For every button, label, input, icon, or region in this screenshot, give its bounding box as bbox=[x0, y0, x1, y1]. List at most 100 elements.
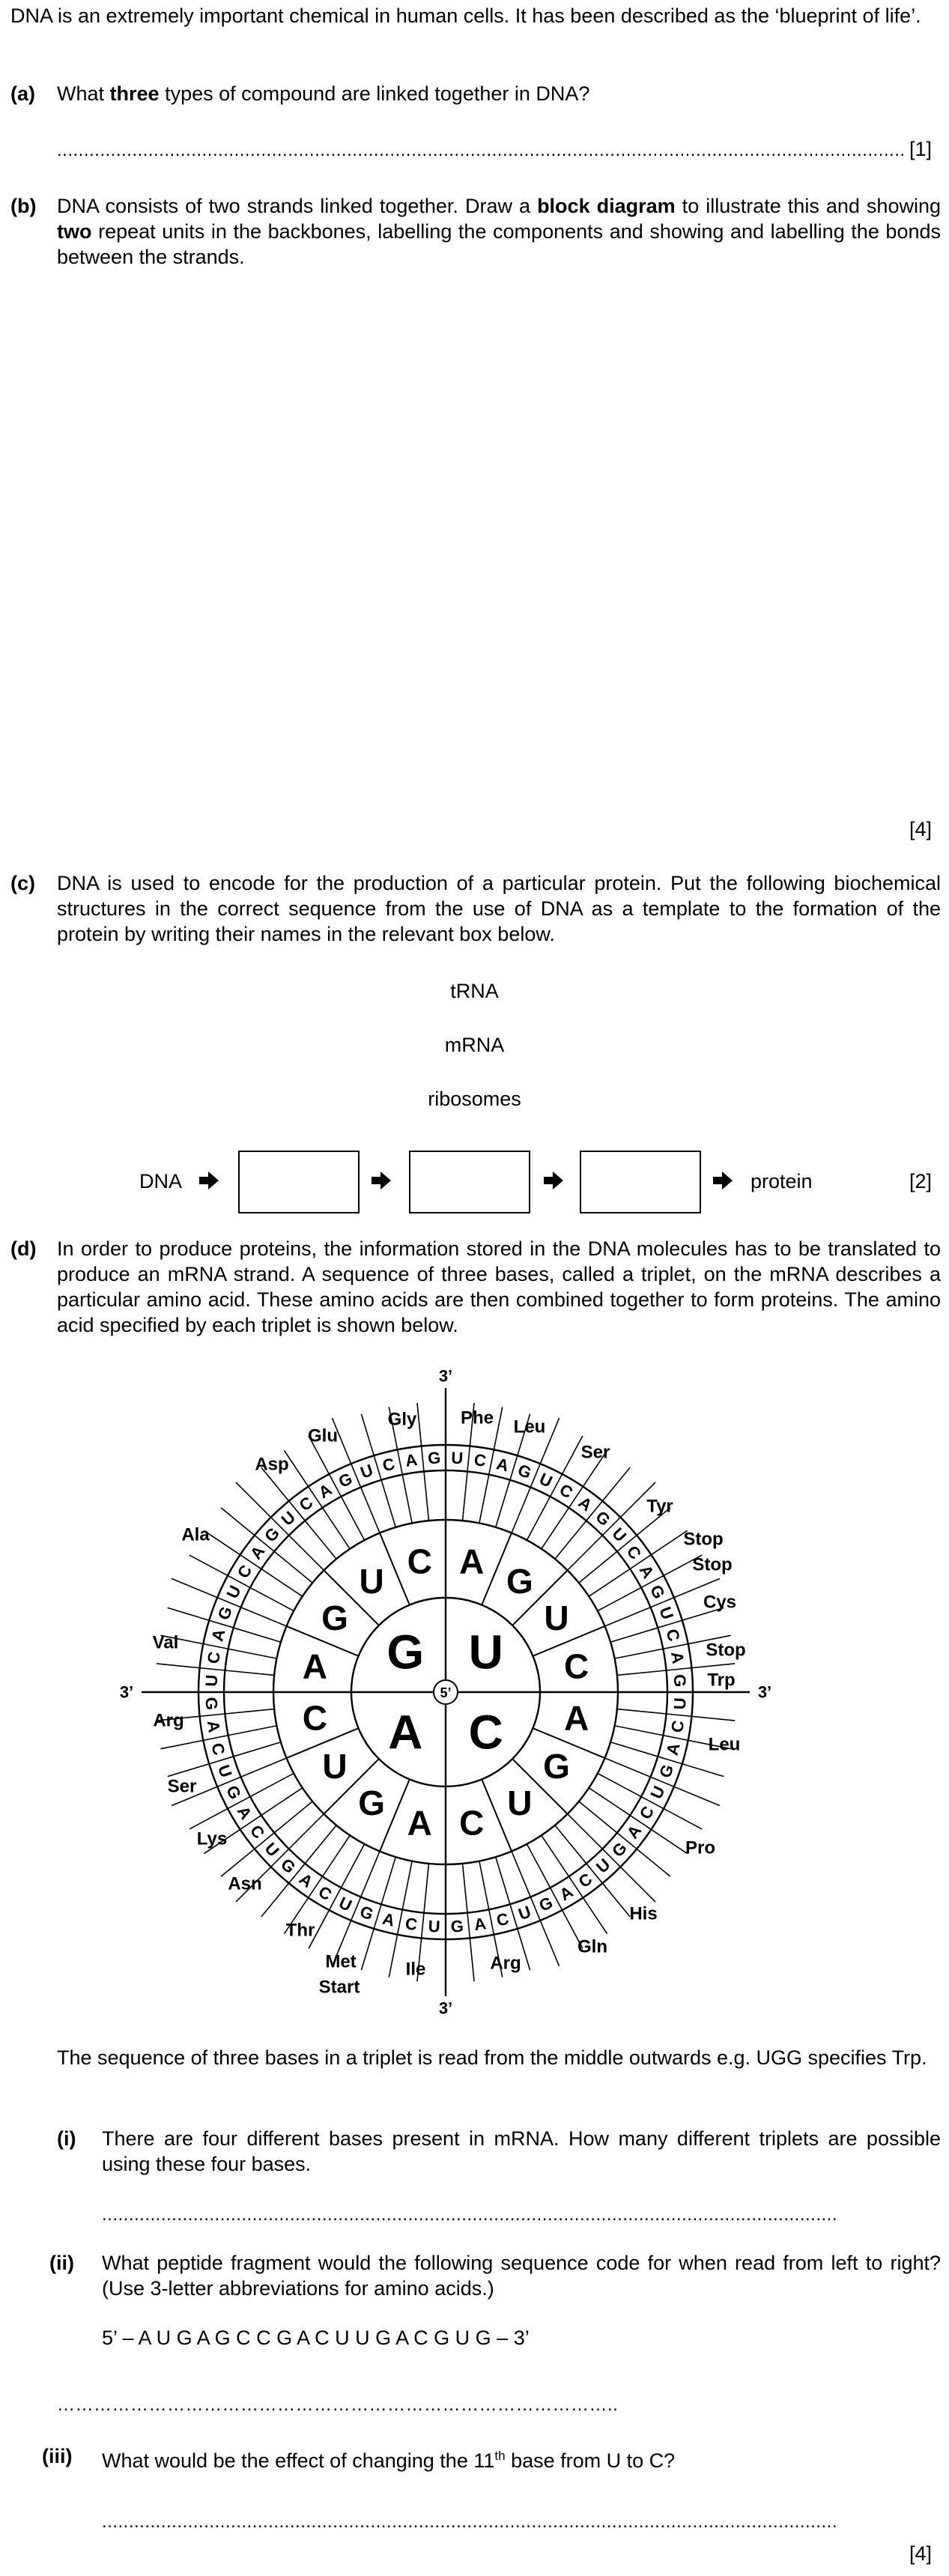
wheel-tick bbox=[156, 1663, 225, 1671]
wheel-tick bbox=[360, 1413, 382, 1480]
wheel-tick bbox=[235, 1482, 290, 1536]
question-b-text-4: two bbox=[57, 220, 92, 243]
answer-box-3[interactable] bbox=[580, 1151, 701, 1213]
wheel-tick bbox=[658, 1756, 724, 1778]
third-base: A bbox=[204, 1719, 224, 1733]
wheel-divider bbox=[323, 1758, 380, 1815]
question-d-iii-answer-line[interactable]: ........................................… bbox=[102, 2512, 838, 2532]
amino-acid-label: Asn bbox=[228, 1874, 261, 1894]
third-base: U bbox=[670, 1697, 690, 1710]
second-base: G bbox=[358, 1783, 385, 1822]
second-base: G bbox=[321, 1598, 348, 1637]
question-c-text: DNA is used to encode for the production… bbox=[57, 872, 941, 945]
wheel-tick bbox=[167, 1756, 234, 1778]
third-base: C bbox=[234, 1562, 256, 1582]
wheel-tick bbox=[283, 1876, 324, 1935]
question-d-ii-answer-line[interactable]: ……………………………………………………………………………….. bbox=[57, 2395, 619, 2415]
wheel-divider bbox=[249, 1772, 294, 1798]
third-base: C bbox=[207, 1741, 228, 1757]
question-a-answer-line[interactable]: ........................................… bbox=[57, 140, 903, 160]
wheel-tick bbox=[658, 1607, 724, 1628]
arrow-right-icon bbox=[372, 1172, 391, 1189]
third-base: C bbox=[204, 1650, 224, 1664]
third-base: U bbox=[261, 1839, 282, 1861]
question-d-iii-text-pre: What would be the effect of changing the… bbox=[102, 2449, 495, 2472]
question-a-text-bold: three bbox=[109, 82, 160, 105]
third-base: U bbox=[451, 1449, 464, 1468]
amino-acid-label: Pro bbox=[685, 1838, 715, 1858]
third-base: U bbox=[214, 1763, 236, 1780]
wheel-tick bbox=[530, 1897, 560, 1967]
first-base-C: C bbox=[469, 1706, 503, 1760]
third-base: A bbox=[667, 1650, 688, 1664]
wheel-divider bbox=[616, 1670, 667, 1676]
question-b-text-5: repeat units in the backbones, labelling… bbox=[57, 220, 941, 268]
question-d-i-content: There are four different bases present i… bbox=[102, 2126, 941, 2177]
answer-box-1[interactable] bbox=[238, 1151, 360, 1213]
wheel-tick bbox=[568, 1449, 608, 1509]
wheel-tick bbox=[308, 1887, 342, 1949]
wheel-tick bbox=[388, 1407, 404, 1475]
wheel-end-label: 3’ bbox=[439, 1999, 452, 2018]
wheel-divider bbox=[604, 1606, 651, 1627]
amino-acid-label: Ser bbox=[168, 1777, 197, 1797]
question-a-marks: [1] bbox=[909, 138, 933, 160]
second-base: U bbox=[359, 1562, 383, 1601]
question-b-text-3: to illustrate this and showing bbox=[675, 195, 941, 217]
amino-acid-label: Ser bbox=[581, 1443, 610, 1463]
wheel-divider bbox=[597, 1772, 642, 1798]
question-b-text-1: DNA consists of two strands linked toget… bbox=[57, 195, 538, 217]
first-base-A: A bbox=[388, 1706, 422, 1760]
first-base-G: G bbox=[386, 1625, 424, 1679]
question-d-text: In order to produce proteins, the inform… bbox=[57, 1237, 941, 1336]
wheel-divider bbox=[273, 1801, 313, 1834]
question-d-iii-text-post: base from U to C? bbox=[505, 2449, 676, 2472]
amino-acid-label: Phe bbox=[461, 1408, 494, 1428]
question-c-label: (c) bbox=[10, 872, 35, 894]
wheel-divider bbox=[380, 1479, 397, 1528]
wheel-divider bbox=[261, 1787, 303, 1816]
wheel-divider bbox=[616, 1708, 667, 1715]
arrow-right-icon bbox=[713, 1172, 733, 1189]
answer-box-2[interactable] bbox=[409, 1151, 530, 1213]
third-base: C bbox=[315, 1882, 336, 1905]
third-base: A bbox=[623, 1822, 646, 1843]
wheel-tick bbox=[629, 1530, 688, 1570]
wheel-divider bbox=[541, 1507, 570, 1550]
second-base: C bbox=[303, 1699, 327, 1738]
wheel-divider bbox=[240, 1757, 287, 1778]
wheel-tick bbox=[283, 1449, 324, 1509]
wheel-divider bbox=[494, 1479, 511, 1528]
wheel-divider bbox=[288, 1813, 324, 1849]
third-base: C bbox=[557, 1480, 577, 1503]
second-base: A bbox=[564, 1699, 589, 1738]
wheel-tick bbox=[601, 1482, 656, 1536]
third-base: G bbox=[536, 1893, 556, 1915]
wheel-divider bbox=[304, 1520, 337, 1560]
question-d-i-answer-line[interactable]: ........................................… bbox=[102, 2204, 838, 2225]
wheel-divider bbox=[479, 1861, 490, 1910]
wheel-divider bbox=[567, 1535, 603, 1571]
wheel-divider bbox=[233, 1741, 282, 1757]
wheel-divider bbox=[321, 1834, 351, 1877]
third-base: C bbox=[380, 1454, 397, 1475]
wheel-divider bbox=[614, 1725, 664, 1736]
wheel-tick bbox=[203, 1814, 262, 1855]
question-a-label: (a) bbox=[10, 82, 35, 105]
wheel-divider bbox=[494, 1856, 511, 1905]
third-base: G bbox=[427, 1448, 440, 1467]
wheel-tick bbox=[509, 1904, 531, 1971]
wheel-divider bbox=[578, 1551, 618, 1584]
wheel-tick bbox=[666, 1713, 736, 1721]
amino-acid-label: Thr bbox=[286, 1921, 315, 1941]
third-base: C bbox=[494, 1909, 511, 1930]
sequence-end-protein: protein bbox=[751, 1170, 813, 1192]
wheel-divider bbox=[512, 1758, 569, 1815]
third-base: U bbox=[592, 1855, 614, 1876]
second-base: A bbox=[407, 1804, 432, 1843]
wheel-tick bbox=[167, 1607, 234, 1628]
wheel-divider bbox=[273, 1551, 313, 1584]
wheel-tick bbox=[203, 1530, 262, 1570]
wheel-tick bbox=[616, 1507, 671, 1552]
